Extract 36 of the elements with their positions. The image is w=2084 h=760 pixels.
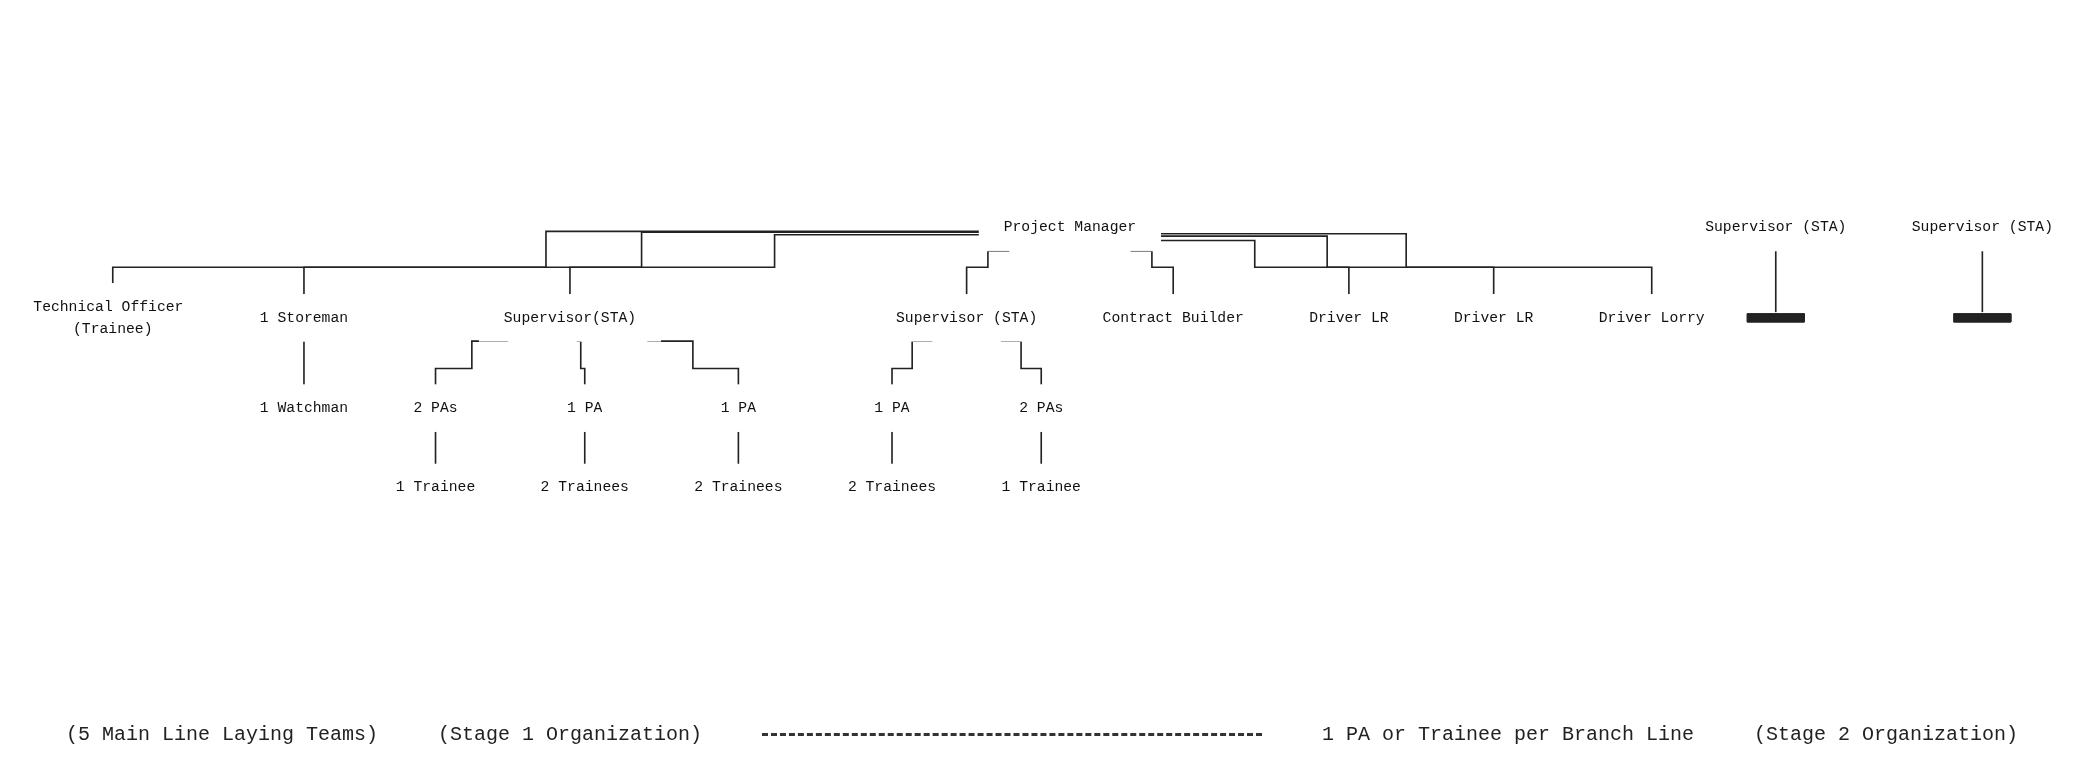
node-text: Supervisor (STA) [1911, 219, 2053, 236]
connector [1159, 239, 1350, 296]
note-text: (5 Main Line Laying Teams) [65, 723, 378, 746]
note-text: (Stage 1 Organization) [437, 723, 702, 746]
node-text: Driver LR [1453, 309, 1534, 326]
connector [1159, 235, 1495, 296]
node-text: 1 Watchman [259, 399, 349, 416]
connector [434, 430, 437, 465]
node-text: 2 Trainees [694, 478, 783, 496]
node-text: 1 Trainee [395, 478, 476, 496]
node-text: Driver Lorry [1598, 309, 1705, 326]
connector [569, 233, 980, 296]
connector [303, 340, 305, 386]
connector [1159, 232, 1653, 296]
note-text: (Stage 2 Organization) [1754, 723, 2019, 746]
node-text: 1 PA [567, 399, 603, 416]
node-text: 2 Trainees [540, 478, 629, 496]
node-text: 2 Trainees [847, 478, 937, 496]
node-text: 1 Storeman [259, 309, 349, 326]
node-text: 1 PA [874, 399, 910, 416]
connector [583, 430, 586, 465]
connector [737, 430, 740, 465]
node-text: 1 Trainee [1001, 478, 1081, 496]
node-text: 2 PAs [1019, 399, 1064, 416]
connector [891, 430, 893, 465]
node-text: Contract Builder [1102, 309, 1244, 326]
connector [1774, 250, 1777, 313]
connector [1040, 430, 1043, 465]
connector [1981, 250, 1984, 313]
node-text: Driver LR [1309, 309, 1389, 326]
node-text: Technical Officer (Trainee) [33, 298, 184, 337]
node-text: 1 PA [720, 399, 757, 416]
connector [303, 231, 980, 296]
node-text: Supervisor (STA) [1705, 219, 1847, 236]
node-text: 2 PAs [413, 399, 458, 416]
note-text: 1 PA or Trainee per Branch Line [1322, 723, 1695, 746]
